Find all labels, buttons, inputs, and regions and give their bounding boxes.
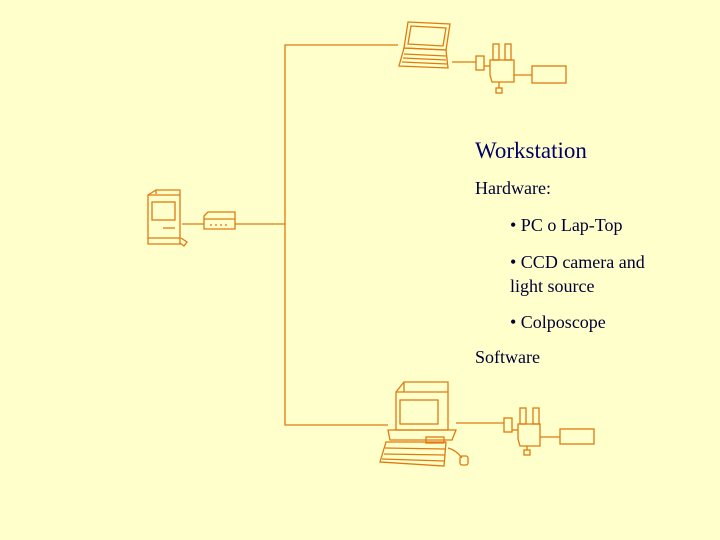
network-lines [182,44,560,438]
light-source-icon [559,428,595,445]
camera-icon [475,43,515,94]
hub-icon [203,211,236,230]
server-tower-icon [147,189,188,247]
software-heading: Software [475,347,540,367]
hardware-heading: Hardware: [475,178,551,198]
light-source-icon [531,65,567,84]
bullet-pc: • PC o Lap-Top [510,215,623,235]
bullet-colposcope: • Colposcope [510,312,606,332]
laptop-icon [398,21,451,69]
keyboard-icon [379,441,447,467]
camera-icon [503,407,541,456]
workstation-title: Workstation [475,138,587,163]
mouse-icon [447,447,469,466]
desktop-computer-icon [387,381,457,444]
bullet-ccd: • CCD camera and light source [510,252,645,296]
